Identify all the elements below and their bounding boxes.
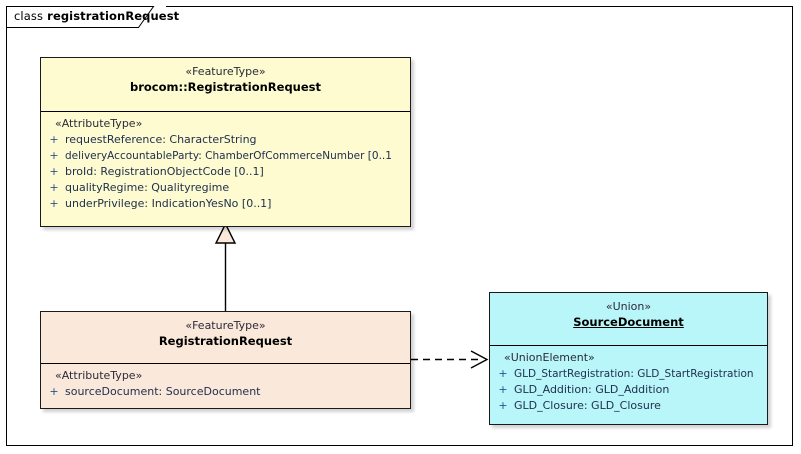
attribute-visibility: + bbox=[49, 165, 59, 178]
frame-keyword: class bbox=[14, 9, 44, 23]
class-header-registration-request: «FeatureType» RegistrationRequest bbox=[41, 312, 410, 363]
attribute-visibility: + bbox=[49, 181, 59, 194]
compartment-divider bbox=[490, 345, 767, 346]
attribute-row: + sourceDocument: SourceDocument bbox=[43, 384, 408, 400]
attributes-compartment: «AttributeType» + sourceDocument: Source… bbox=[41, 364, 410, 405]
attribute-row: + requestReference: CharacterString bbox=[43, 132, 408, 148]
attribute-text: GLD_StartRegistration: GLD_StartRegistra… bbox=[514, 367, 754, 380]
class-stereotype: «FeatureType» bbox=[185, 65, 266, 78]
compartment-divider bbox=[41, 363, 410, 364]
attributes-compartment: «UnionElement» + GLD_StartRegistration: … bbox=[490, 346, 767, 419]
attribute-visibility: + bbox=[49, 197, 59, 210]
attribute-row: + GLD_Addition: GLD_Addition bbox=[492, 382, 765, 398]
attribute-text: qualityRegime: Qualityregime bbox=[65, 181, 230, 194]
attribute-row: + underPrivilege: IndicationYesNo [0..1] bbox=[43, 196, 408, 212]
attribute-compartment-stereotype: «AttributeType» bbox=[55, 117, 143, 130]
attribute-visibility: + bbox=[498, 399, 508, 412]
attribute-text: deliveryAccountableParty: ChamberOfComme… bbox=[65, 149, 393, 162]
attribute-visibility: + bbox=[498, 383, 508, 396]
diagram-frame-tab: class registrationRequest bbox=[6, 6, 179, 28]
class-stereotype: «Union» bbox=[605, 300, 652, 313]
attribute-text: requestReference: CharacterString bbox=[65, 133, 257, 146]
class-name: RegistrationRequest bbox=[158, 334, 293, 348]
attribute-text: GLD_Closure: GLD_Closure bbox=[514, 399, 661, 412]
class-name: brocom::RegistrationRequest bbox=[129, 80, 322, 94]
attribute-text: broId: RegistrationObjectCode [0..1] bbox=[65, 165, 264, 178]
attribute-visibility: + bbox=[49, 133, 59, 146]
compartment-divider bbox=[41, 111, 410, 112]
attribute-row: + GLD_StartRegistration: GLD_StartRegist… bbox=[492, 366, 765, 382]
attribute-row: + qualityRegime: Qualityregime bbox=[43, 180, 408, 196]
attribute-visibility: + bbox=[49, 149, 59, 162]
class-stereotype: «FeatureType» bbox=[185, 319, 266, 332]
attribute-text: underPrivilege: IndicationYesNo [0..1] bbox=[65, 197, 272, 210]
attribute-row: + GLD_Closure: GLD_Closure bbox=[492, 398, 765, 414]
diagram-frame-border bbox=[6, 6, 793, 446]
attribute-visibility: + bbox=[49, 385, 59, 398]
attribute-text: GLD_Addition: GLD_Addition bbox=[514, 383, 670, 396]
class-box-source-document[interactable]: «Union» SourceDocument «UnionElement» + … bbox=[489, 292, 768, 425]
class-name: SourceDocument bbox=[573, 315, 684, 329]
class-box-registration-request[interactable]: «FeatureType» RegistrationRequest «Attri… bbox=[40, 311, 411, 409]
frame-title-text: registrationRequest bbox=[47, 9, 180, 23]
diagram-frame-title: class registrationRequest bbox=[14, 9, 179, 23]
attributes-compartment: «AttributeType» + requestReference: Char… bbox=[41, 112, 410, 217]
class-box-brocom-registration-request[interactable]: «FeatureType» brocom::RegistrationReques… bbox=[40, 57, 411, 227]
attribute-text: sourceDocument: SourceDocument bbox=[65, 385, 261, 398]
frame-tab-shape-icon bbox=[6, 6, 155, 28]
attribute-row: + broId: RegistrationObjectCode [0..1] bbox=[43, 164, 408, 180]
class-header-source-document: «Union» SourceDocument bbox=[490, 293, 767, 345]
attribute-visibility: + bbox=[498, 367, 508, 380]
attribute-compartment-stereotype: «UnionElement» bbox=[504, 351, 595, 364]
attribute-compartment-stereotype: «AttributeType» bbox=[55, 369, 143, 382]
attribute-row: + deliveryAccountableParty: ChamberOfCom… bbox=[43, 148, 408, 164]
class-header-brocom-registration-request: «FeatureType» brocom::RegistrationReques… bbox=[41, 58, 410, 111]
